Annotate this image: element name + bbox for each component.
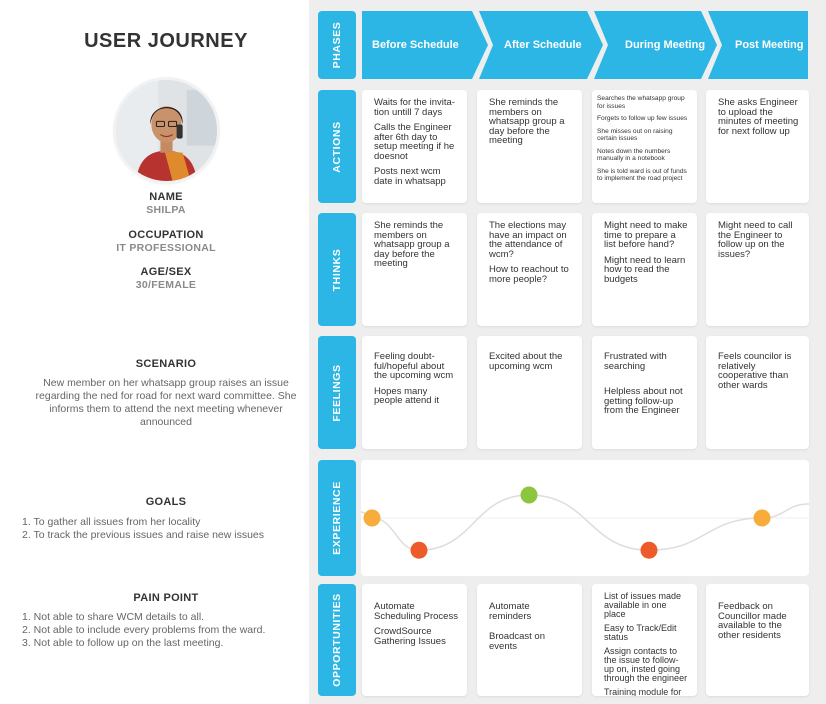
name-label: NAME — [149, 191, 183, 203]
experience-point-5 — [753, 509, 771, 527]
experience-point-3 — [520, 486, 538, 504]
phase-after-schedule: After Schedule — [479, 11, 603, 79]
experience-point-2 — [410, 541, 428, 559]
opportunities-card: List of issues made available in one pla… — [592, 584, 697, 696]
pain-point-label: PAIN POINT — [133, 592, 199, 604]
pain-point-list: 1. Not able to share WCM details to all.… — [22, 611, 312, 650]
feelings-card: Feels councilor is relatively cooperativ… — [706, 336, 809, 449]
row-label-feelings: FEELINGS — [318, 336, 356, 449]
row-label-phases: PHASES — [318, 11, 356, 79]
persona-photo-icon — [116, 80, 217, 181]
occupation-value: IT PROFESSIONAL — [116, 242, 216, 254]
goals-label: GOALS — [145, 496, 187, 508]
row-label-actions: ACTIONS — [318, 90, 356, 203]
row-label-thinks: THINKS — [318, 213, 356, 326]
opportunities-card: Feedback on Councillor made available to… — [706, 584, 809, 696]
phase-before-schedule: Before Schedule — [362, 11, 488, 79]
actions-card: She reminds the members on whatsapp grou… — [477, 90, 582, 203]
experience-line — [361, 494, 809, 551]
thinks-card: Might need to make time to prepare a lis… — [592, 213, 697, 326]
experience-chart — [361, 460, 809, 576]
experience-point-4 — [640, 541, 658, 559]
goals-list: 1. To gather all issues from her localit… — [22, 516, 312, 542]
thinks-card: She reminds the members on whatsapp grou… — [362, 213, 467, 326]
scenario-text: New member on her whatsapp group raises … — [35, 377, 297, 428]
name-value: SHILPA — [146, 204, 186, 216]
page-title: USER JOURNEY — [84, 30, 248, 52]
pain-point-item: 2. Not able to include every problems fr… — [22, 624, 266, 636]
age-value: 30/FEMALE — [135, 279, 197, 291]
goal-item: 2. To track the previous issues and rais… — [22, 529, 265, 541]
thinks-card: The elections may have an impact on the … — [477, 213, 582, 326]
pain-point-item: 1. Not able to share WCM details to all. — [22, 611, 205, 623]
age-label: AGE/SEX — [140, 266, 192, 278]
feelings-card: Feeling doubt-ful/hopeful about the upco… — [362, 336, 467, 449]
actions-card: She asks Engineer to upload the minutes … — [706, 90, 809, 203]
goal-item: 1. To gather all issues from her localit… — [22, 516, 201, 528]
persona-panel: USER JOURNEY NAME SHILPA OCCUPATION IT P… — [0, 0, 305, 704]
row-label-opportunities: OPPORTUNITIES — [318, 584, 356, 696]
experience-point-1 — [363, 509, 381, 527]
occupation-label: OCCUPATION — [128, 229, 204, 241]
row-label-experience: EXPERIENCE — [318, 460, 356, 576]
phase-during-meeting: During Meeting — [594, 11, 717, 79]
pain-point-item: 3. Not able to follow up on the last mee… — [22, 637, 224, 649]
feelings-card: Excited about the upcoming wcm — [477, 336, 582, 449]
experience-curve — [361, 486, 809, 559]
scenario-label: SCENARIO — [135, 358, 197, 370]
thinks-card: Might need to call the Engineer to follo… — [706, 213, 809, 326]
phase-post-meeting: Post Meeting — [708, 11, 808, 79]
avatar — [116, 80, 217, 181]
